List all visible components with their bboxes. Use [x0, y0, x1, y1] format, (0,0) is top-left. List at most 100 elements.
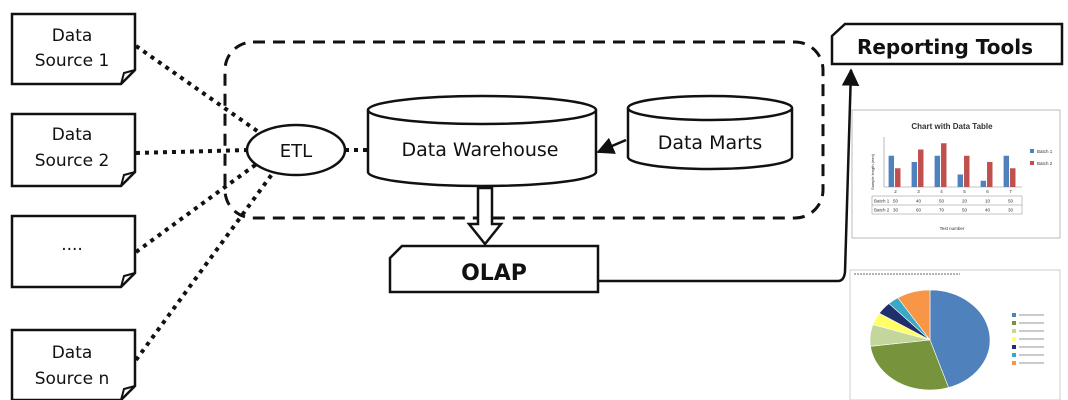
warehouse-to-olap-arrow [466, 186, 504, 247]
data-source-2: Data Source 2 [10, 112, 137, 188]
warehouse-boundary [223, 40, 825, 220]
source-2-line2: Source 2 [35, 151, 110, 171]
connector-source-n [134, 164, 280, 362]
connector-source-3 [134, 158, 264, 254]
olap-to-reporting-arrow [598, 68, 860, 283]
bar-batch-2-5 [964, 155, 970, 187]
bar-chart-legend-label: Batch 1 [1037, 149, 1053, 154]
bar-chart-thumbnail: Chart with Data Table Sample length (mm)… [851, 109, 1061, 239]
bar-chart-x-tick: 2 [894, 189, 897, 194]
bar-chart-frame [851, 109, 1061, 239]
olap-box [388, 244, 600, 294]
data-source-3: .... [10, 214, 137, 289]
cylinder-top [626, 94, 794, 122]
bar-chart-table-cell: 40 [916, 199, 922, 204]
document-shape [10, 112, 137, 188]
marts-to-warehouse-arrow [596, 137, 627, 154]
document-fold [120, 171, 136, 187]
bar-chart-table-cell: 20 [962, 199, 968, 204]
source-1-line1: Data [52, 26, 93, 46]
pie-slice-1 [929, 289, 991, 388]
bar-chart-table-cell: 10 [985, 199, 991, 204]
document-shape [10, 12, 137, 86]
bar-batch-1-5 [957, 174, 964, 187]
data-source-n: Data Source n [10, 328, 137, 400]
pie-legend-swatch-3 [1012, 329, 1016, 333]
bar-batch-1-4 [934, 155, 941, 187]
bar-chart-legend-swatch [1030, 161, 1034, 165]
source-2-line1: Data [52, 125, 93, 145]
source-connectors [134, 44, 368, 362]
bar-chart-xlabel: Test number [940, 226, 965, 231]
reporting-tools-node: Reporting Tools [830, 22, 1064, 66]
pie-slice-2 [870, 339, 949, 391]
data-warehouse-label: Data Warehouse [401, 139, 558, 161]
bar-chart-x-tick: 3 [917, 189, 920, 194]
bar-chart-x-tick: 4 [940, 189, 943, 194]
bar-chart-x-tick: 6 [986, 189, 989, 194]
pie-legend-swatch-7 [1012, 361, 1016, 365]
source-3-line1: .... [61, 235, 83, 255]
olap-label: OLAP [461, 261, 527, 286]
bar-chart-legend-label: Batch 2 [1037, 161, 1053, 166]
bar-chart-table-row-label: Batch 1 [874, 199, 890, 204]
etl-label: ETL [280, 141, 312, 162]
bar-batch-1-2 [888, 155, 895, 187]
document-fold [120, 69, 136, 85]
pie-legend-swatch-2 [1012, 321, 1016, 325]
document-shape [10, 328, 137, 400]
pie-chart-thumbnail [849, 269, 1061, 400]
etl-ellipse [245, 123, 347, 177]
bar-chart-table-cell: 60 [916, 208, 922, 213]
pie-legend-swatch-6 [1012, 353, 1016, 357]
etl-node: ETL [245, 123, 347, 177]
bar-batch-2-3 [918, 149, 924, 187]
bar-chart-x-tick: 5 [963, 189, 966, 194]
bar-chart-table-cell: 70 [939, 208, 945, 213]
bar-batch-2-4 [941, 143, 947, 187]
bar-batch-1-3 [911, 162, 918, 187]
data-marts-label: Data Marts [658, 132, 763, 154]
data-warehouse-cylinder: Data Warehouse [366, 94, 598, 188]
data-source-1: Data Source 1 [10, 12, 137, 86]
bar-chart-ylabel: Sample length (mm) [870, 153, 875, 190]
pie-slice-7 [897, 289, 931, 341]
source-n-line2: Source n [35, 369, 110, 389]
bar-chart-legend-swatch [1030, 149, 1034, 153]
cylinder-body [626, 108, 794, 171]
bar-chart-table-cell: 30 [893, 208, 899, 213]
pie-legend-swatch-1 [1012, 313, 1016, 317]
bar-chart-x-tick: 7 [1009, 189, 1012, 194]
reporting-tools-box [830, 22, 1064, 66]
pie-legend-swatch-4 [1012, 337, 1016, 341]
data-marts-cylinder: Data Marts [626, 94, 794, 171]
bar-chart-table-cell: 50 [893, 199, 899, 204]
bar-chart-table-cell: 50 [939, 199, 945, 204]
connector-source-1 [134, 44, 272, 142]
connector-source-2 [135, 148, 251, 155]
document-shape [10, 214, 137, 289]
bar-chart-table-cell: 40 [985, 208, 991, 213]
bar-chart-table-row-label: Batch 2 [874, 208, 890, 213]
document-fold [120, 385, 136, 400]
bar-chart-title: Chart with Data Table [911, 122, 993, 131]
pie-chart-legend [1012, 313, 1044, 365]
bar-batch-2-6 [987, 162, 993, 187]
source-1-line2: Source 1 [35, 51, 110, 71]
olap-node: OLAP [388, 244, 600, 294]
bar-batch-2-7 [1010, 168, 1016, 187]
cylinder-top [366, 94, 598, 126]
bar-chart-table-cell: 30 [1008, 208, 1014, 213]
reporting-tools-label: Reporting Tools [857, 35, 1033, 59]
bar-chart-table-cell: 50 [1008, 199, 1014, 204]
bar-batch-1-6 [980, 180, 987, 187]
bar-batch-1-7 [1003, 155, 1010, 187]
pie-legend-swatch-5 [1012, 345, 1016, 349]
bar-chart-table-cell: 50 [962, 208, 968, 213]
document-fold [120, 272, 136, 288]
cylinder-body [366, 110, 598, 188]
bar-batch-2-2 [895, 168, 901, 187]
pie-chart-plot [869, 289, 991, 391]
